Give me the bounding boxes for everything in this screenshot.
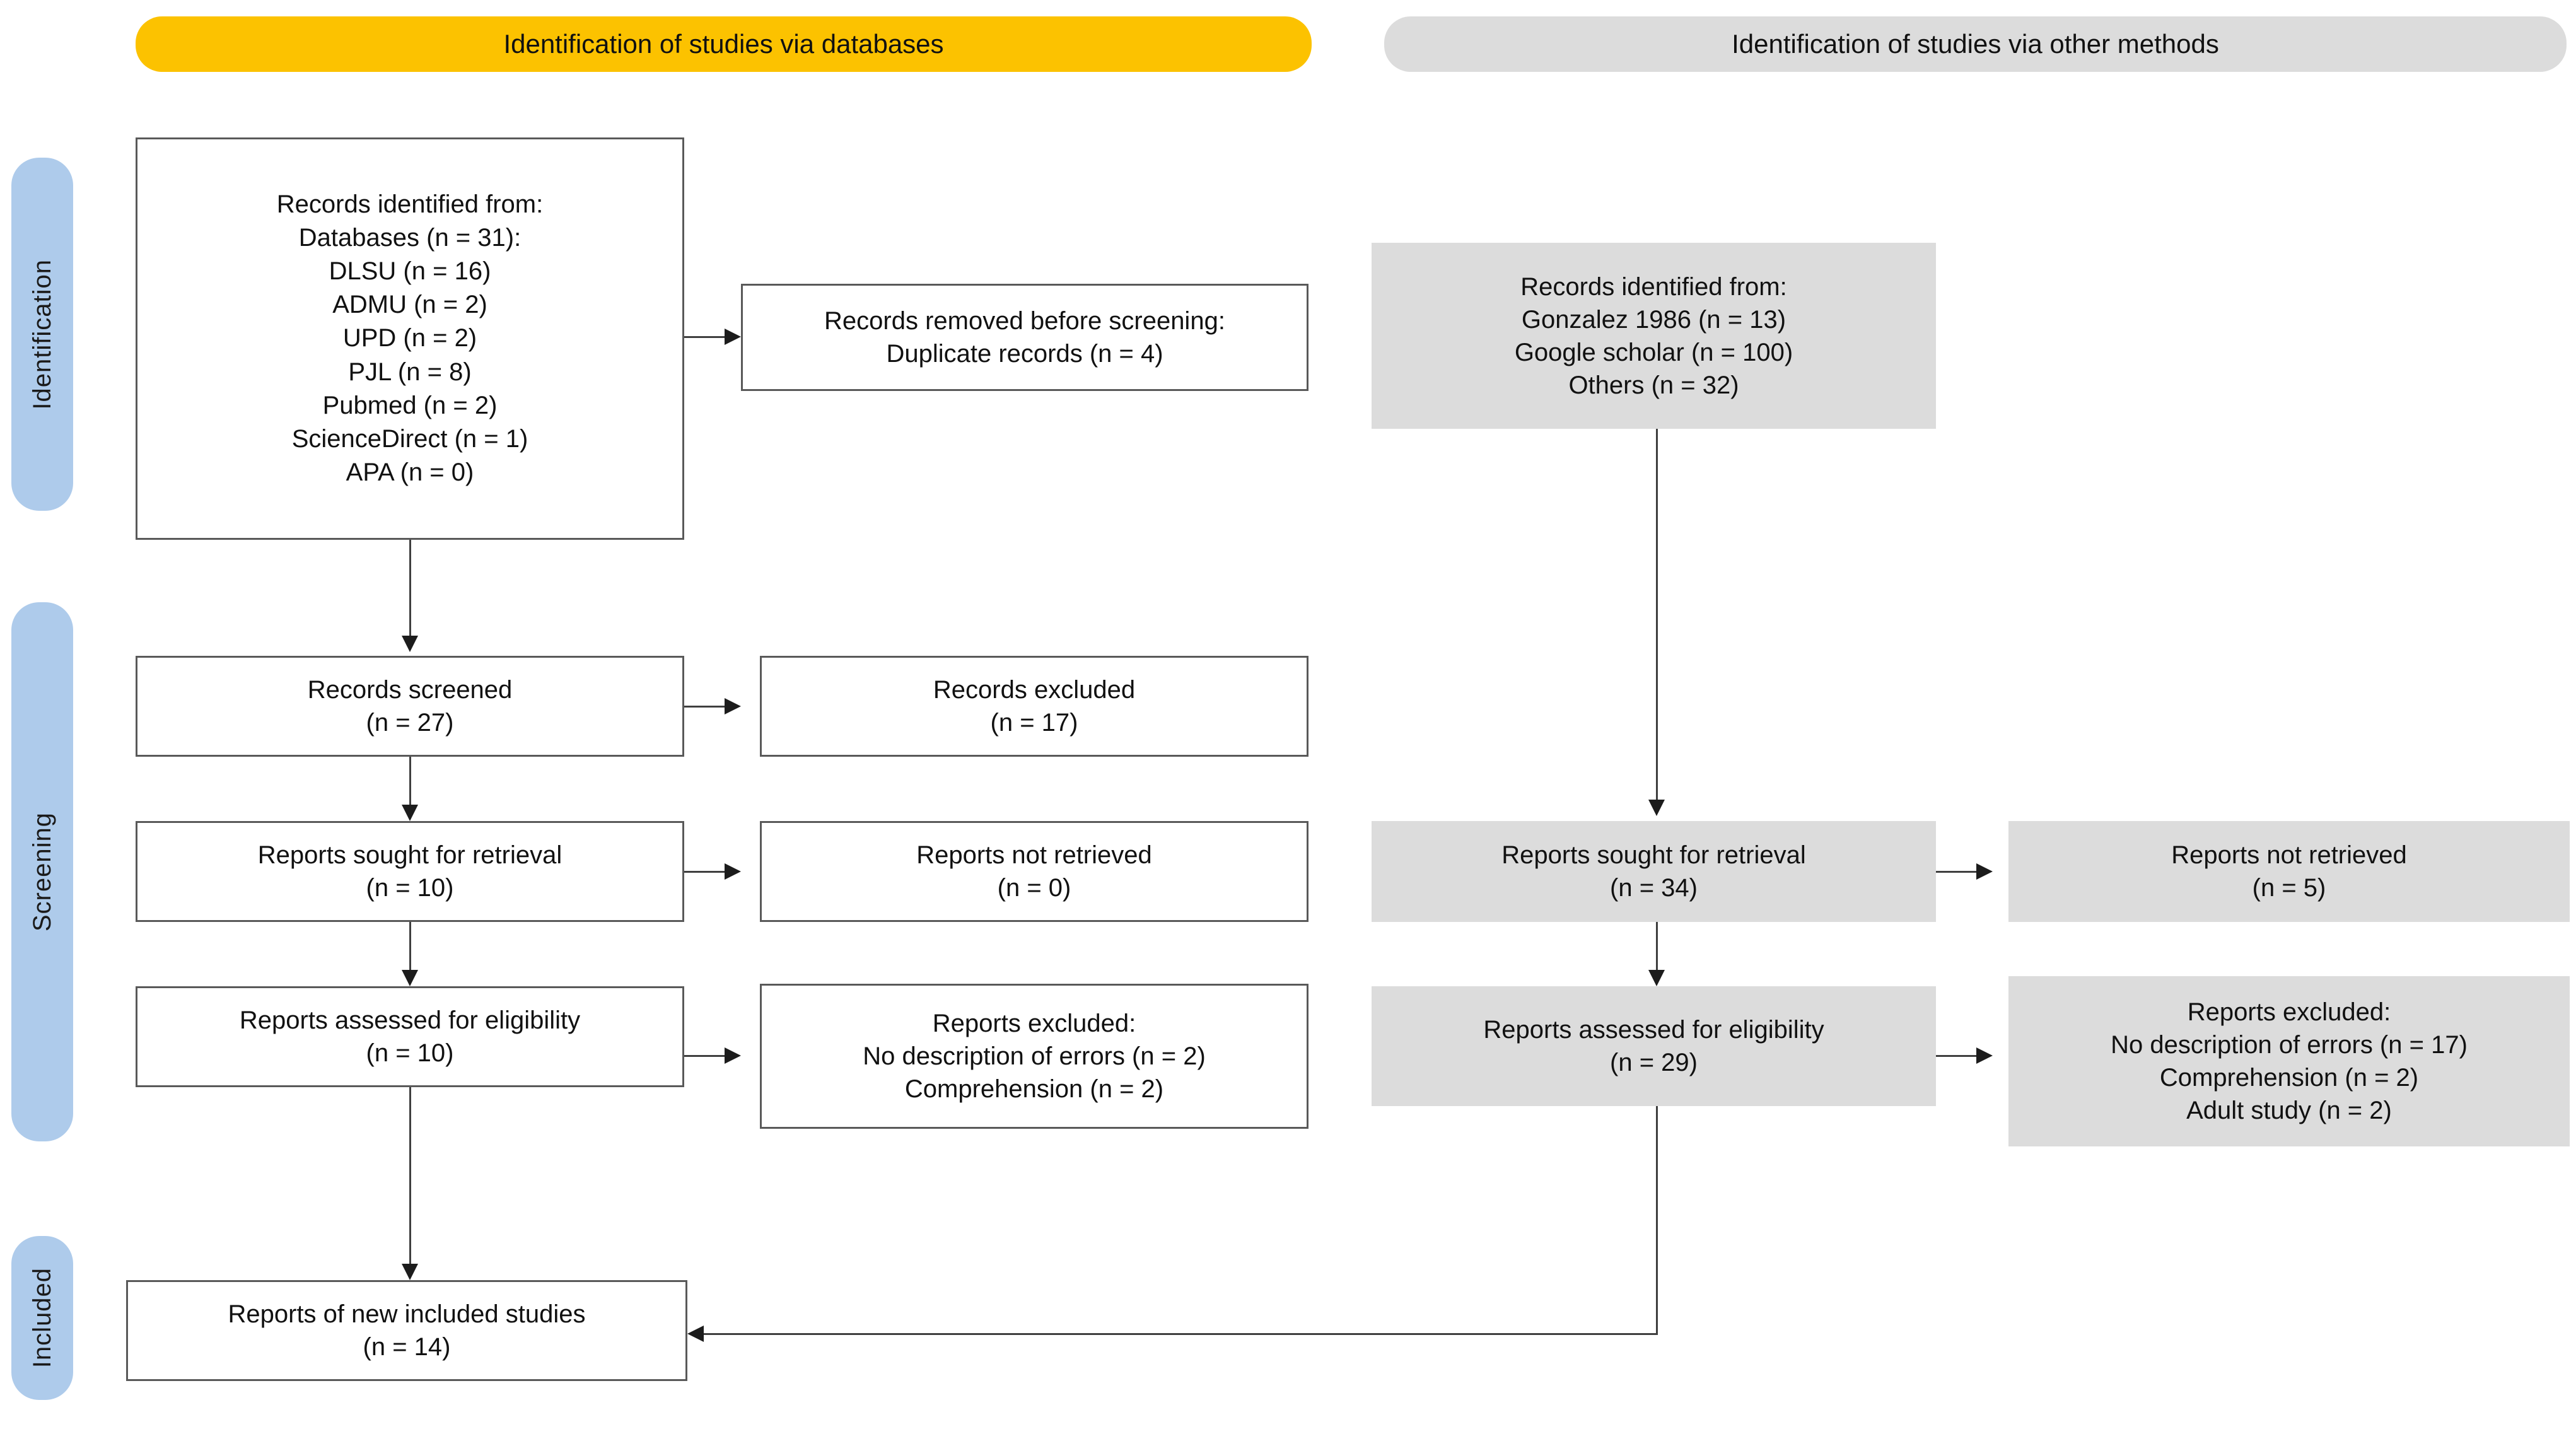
reports-sought-line-1: (n = 10) <box>366 874 454 902</box>
box-records-identified-databases: Records identified from: Databases (n = … <box>136 137 684 540</box>
connector-other-sought-to-notretrieved-arrow <box>1976 863 1993 880</box>
records-identified-line-3: ADMU (n = 2) <box>332 291 487 319</box>
box-records-excluded: Records excluded (n = 17) <box>760 656 1308 757</box>
connector-screened-to-excluded-line <box>684 706 725 708</box>
phase-pill-screening: Screening <box>11 602 73 1141</box>
box-reports-assessed-other: Reports assessed for eligibility (n = 29… <box>1372 986 1936 1106</box>
records-excluded-line-0: Records excluded <box>933 676 1136 704</box>
connector-identified-to-removed-line <box>684 336 725 338</box>
box-reports-sought-databases: Reports sought for retrieval (n = 10) <box>136 821 684 922</box>
connector-assessed-to-included-arrow <box>402 1264 418 1280</box>
reports-excluded-db-line-1: No description of errors (n = 2) <box>863 1042 1206 1070</box>
connector-identified-to-removed-arrow <box>725 329 741 345</box>
reports-excluded-other-line-1: No description of errors (n = 17) <box>2111 1031 2468 1059</box>
records-identified-other-line-2: Google scholar (n = 100) <box>1514 338 1793 366</box>
reports-not-retrieved-other-line-0: Reports not retrieved <box>2171 841 2407 869</box>
banner-databases-label: Identification of studies via databases <box>503 29 944 59</box>
records-identified-line-4: UPD (n = 2) <box>342 324 477 353</box>
records-identified-line-2: DLSU (n = 16) <box>329 257 491 286</box>
reports-not-retrieved-other-line-1: (n = 5) <box>2252 874 2326 902</box>
box-records-screened: Records screened (n = 27) <box>136 656 684 757</box>
connector-screened-to-excluded-arrow <box>725 698 741 714</box>
box-reports-sought-other: Reports sought for retrieval (n = 34) <box>1372 821 1936 922</box>
box-records-identified-other: Records identified from: Gonzalez 1986 (… <box>1372 243 1936 429</box>
connector-other-sought-to-notretrieved-line <box>1936 871 1976 873</box>
phase-label-included: Included <box>28 1268 56 1368</box>
phase-label-identification: Identification <box>28 259 56 410</box>
box-reports-not-retrieved-databases: Reports not retrieved (n = 0) <box>760 821 1308 922</box>
records-identified-line-8: APA (n = 0) <box>346 458 474 487</box>
records-identified-other-line-0: Records identified from: <box>1520 272 1787 301</box>
reports-assessed-other-line-0: Reports assessed for eligibility <box>1483 1016 1824 1044</box>
records-removed-line-0: Records removed before screening: <box>824 307 1225 335</box>
connector-other-to-included-horizontal <box>704 1333 1658 1335</box>
reports-not-retrieved-line-1: (n = 0) <box>997 874 1071 902</box>
box-reports-excluded-other: Reports excluded: No description of erro… <box>2008 976 2570 1146</box>
records-excluded-line-1: (n = 17) <box>990 709 1078 737</box>
connector-other-sought-to-assessed-line <box>1656 922 1658 970</box>
records-identified-line-0: Records identified from: <box>276 190 544 218</box>
new-included-studies-line-1: (n = 14) <box>363 1333 451 1361</box>
box-reports-new-included-studies: Reports of new included studies (n = 14) <box>126 1280 687 1381</box>
reports-excluded-db-line-2: Comprehension (n = 2) <box>904 1075 1164 1103</box>
records-removed-line-1: Duplicate records (n = 4) <box>886 340 1163 368</box>
connector-identified-to-screened-arrow <box>402 636 418 652</box>
reports-excluded-other-line-0: Reports excluded: <box>2187 998 2391 1026</box>
records-identified-other-line-1: Gonzalez 1986 (n = 13) <box>1521 305 1786 334</box>
connector-other-sought-to-assessed-arrow <box>1648 970 1665 986</box>
box-reports-not-retrieved-other: Reports not retrieved (n = 5) <box>2008 821 2570 922</box>
reports-assessed-other-line-1: (n = 29) <box>1610 1049 1698 1076</box>
banner-identification-other-methods: Identification of studies via other meth… <box>1384 16 2567 72</box>
connector-sought-to-notretrieved-line <box>684 871 725 873</box>
reports-excluded-other-line-3: Adult study (n = 2) <box>2186 1097 2392 1124</box>
box-records-removed-before-screening: Records removed before screening: Duplic… <box>741 284 1308 391</box>
connector-screened-to-sought-line <box>409 757 411 805</box>
connector-sought-to-assessed-line <box>409 922 411 970</box>
reports-excluded-db-line-0: Reports excluded: <box>932 1010 1136 1037</box>
connector-other-assessed-to-reportsexcluded-line <box>1936 1055 1976 1057</box>
records-identified-line-5: PJL (n = 8) <box>348 358 472 386</box>
connector-sought-to-assessed-arrow <box>402 970 418 986</box>
records-screened-line-0: Records screened <box>307 676 513 704</box>
connector-other-assessed-to-reportsexcluded-arrow <box>1976 1047 1993 1064</box>
connector-screened-to-sought-arrow <box>402 805 418 821</box>
new-included-studies-line-0: Reports of new included studies <box>228 1300 586 1328</box>
reports-excluded-other-line-2: Comprehension (n = 2) <box>2159 1064 2419 1092</box>
phase-label-screening: Screening <box>28 812 56 932</box>
reports-assessed-line-0: Reports assessed for eligibility <box>239 1006 581 1034</box>
connector-identified-to-screened-line <box>409 540 411 636</box>
reports-sought-line-0: Reports sought for retrieval <box>257 841 562 869</box>
connector-other-to-included-vertical <box>1656 1106 1658 1335</box>
connector-assessed-to-reportsexcluded-line <box>684 1055 725 1057</box>
box-reports-assessed-databases: Reports assessed for eligibility (n = 10… <box>136 986 684 1087</box>
connector-other-identified-to-sought-arrow <box>1648 800 1665 816</box>
records-identified-line-6: Pubmed (n = 2) <box>322 391 498 419</box>
connector-other-identified-to-sought-line <box>1656 429 1658 800</box>
records-identified-line-7: ScienceDirect (n = 1) <box>291 424 528 453</box>
records-identified-other-line-3: Others (n = 32) <box>1568 371 1739 399</box>
records-screened-line-1: (n = 27) <box>366 709 454 737</box>
records-identified-line-1: Databases (n = 31): <box>298 223 522 252</box>
connector-assessed-to-included-line <box>409 1087 411 1264</box>
reports-sought-other-line-0: Reports sought for retrieval <box>1501 841 1806 869</box>
connector-sought-to-notretrieved-arrow <box>725 863 741 880</box>
reports-sought-other-line-1: (n = 34) <box>1610 874 1698 902</box>
phase-pill-included: Included <box>11 1236 73 1400</box>
reports-assessed-line-1: (n = 10) <box>366 1039 454 1067</box>
connector-assessed-to-reportsexcluded-arrow <box>725 1047 741 1064</box>
reports-not-retrieved-line-0: Reports not retrieved <box>916 841 1152 869</box>
banner-other-label: Identification of studies via other meth… <box>1732 29 2219 59</box>
connector-other-to-included-arrow <box>687 1326 704 1342</box>
phase-pill-identification: Identification <box>11 158 73 511</box>
banner-identification-databases: Identification of studies via databases <box>136 16 1312 72</box>
box-reports-excluded-databases: Reports excluded: No description of erro… <box>760 984 1308 1129</box>
